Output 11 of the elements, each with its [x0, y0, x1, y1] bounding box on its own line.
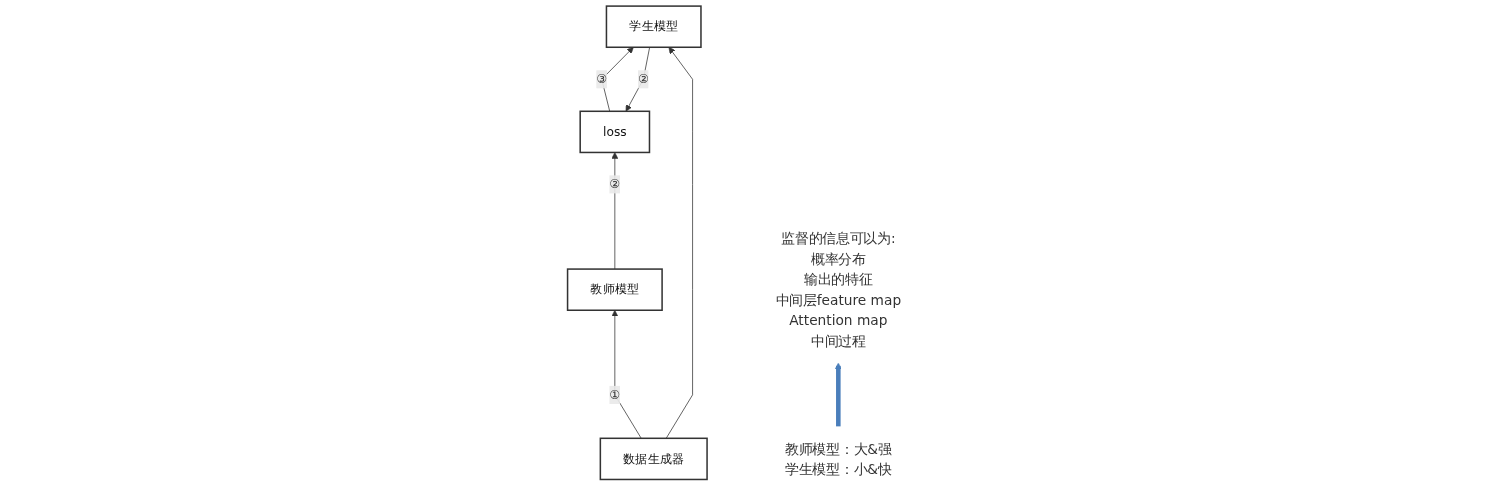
edge-label: ② [637, 71, 649, 87]
node-text: 教师模型：大&强 学生模型：小&快 [784, 440, 892, 478]
edge-label: ① [609, 387, 621, 402]
node-text: 监督的信息可以为: 概率分布 输出的特征 中间层feature map Attention map 中间过程 [775, 230, 901, 350]
node-box: loss [579, 110, 650, 154]
node-box: 学生模型 [605, 5, 702, 48]
node-box: 数据生成器 [599, 437, 708, 481]
edge-label: ② [609, 176, 621, 192]
node-box: 教师模型 [566, 268, 663, 311]
edge-label: ③ [596, 71, 607, 87]
arrow [834, 362, 842, 427]
